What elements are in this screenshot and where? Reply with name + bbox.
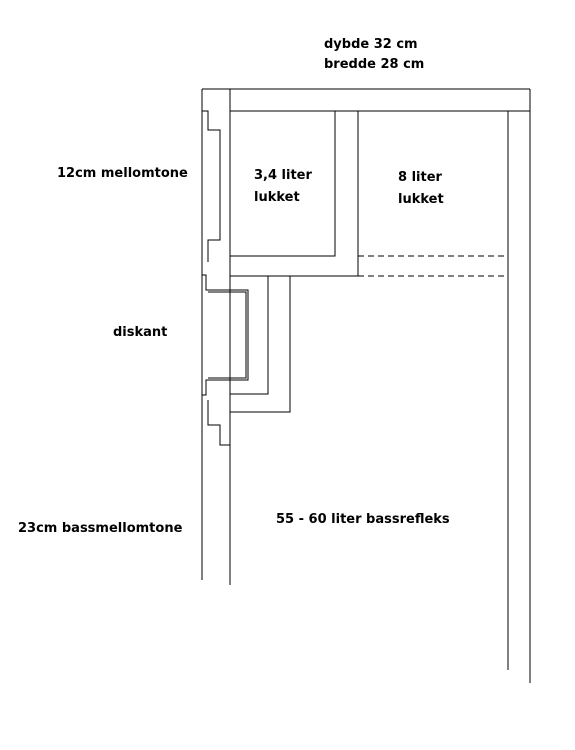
top-panel bbox=[201, 88, 531, 683]
width-label: bredde 28 cm bbox=[324, 57, 425, 72]
tweeter-driver bbox=[202, 274, 249, 396]
midrange-label: 12cm mellomtone bbox=[57, 166, 188, 181]
midrange-driver-mount bbox=[208, 129, 221, 240]
front-baffle bbox=[201, 89, 231, 585]
small-closed-chamber bbox=[229, 110, 359, 277]
tweeter-enclosure bbox=[229, 276, 291, 413]
depth-label: dybde 32 cm bbox=[324, 37, 418, 52]
small-chamber-volume: 3,4 liter bbox=[254, 168, 312, 183]
bass-midrange-label: 23cm bassmellomtone bbox=[18, 521, 183, 536]
tweeter-label: diskant bbox=[113, 325, 168, 340]
small-chamber-type: lukket bbox=[254, 190, 300, 205]
bass-chamber-label: 55 - 60 liter bassrefleks bbox=[276, 512, 450, 527]
medium-chamber-volume: 8 liter bbox=[398, 170, 442, 185]
medium-chamber-type: lukket bbox=[398, 192, 444, 207]
medium-chamber-shelf bbox=[358, 255, 508, 277]
